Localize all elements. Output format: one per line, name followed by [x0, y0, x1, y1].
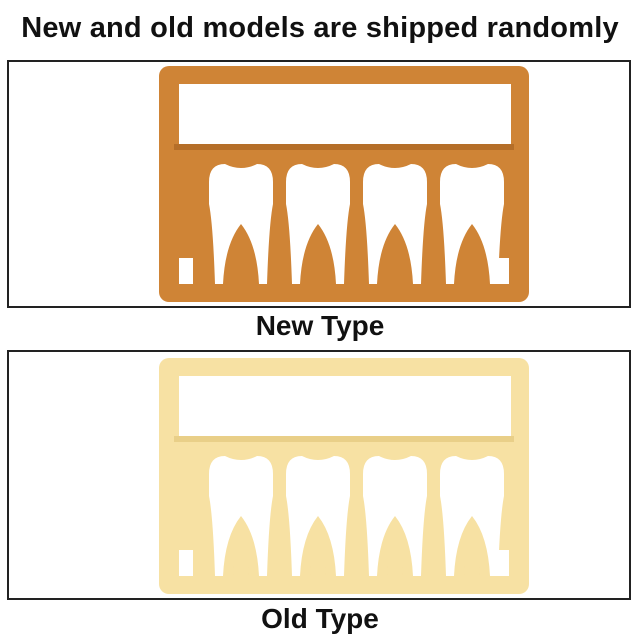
tooth-cutout: [209, 164, 273, 284]
corner-hole-left: [179, 550, 193, 576]
block-rim: [174, 144, 514, 150]
tooth-cutout: [363, 164, 427, 284]
tooth-cutout: [209, 456, 273, 576]
root-shape: [387, 532, 403, 576]
corner-hole-right: [495, 550, 509, 576]
corner-hole-right: [495, 258, 509, 284]
handle-opening: [179, 84, 511, 144]
tooth-cutout: [363, 456, 427, 576]
root-shape: [233, 240, 249, 284]
root-shape: [464, 532, 480, 576]
block-rim: [174, 436, 514, 442]
tooth-cutout: [440, 456, 504, 576]
tooth-cutout: [286, 164, 350, 284]
new-type-panel: [7, 60, 631, 308]
root-shape: [233, 532, 249, 576]
tooth-cutout: [286, 456, 350, 576]
old-type-panel: [7, 350, 631, 600]
new-type-caption: New Type: [255, 310, 385, 341]
old-type-caption: Old Type: [261, 603, 379, 634]
bur-holder-tray-icon: [159, 358, 529, 594]
root-shape: [387, 240, 403, 284]
root-shape: [464, 240, 480, 284]
root-shape: [310, 240, 326, 284]
tooth-cutout: [440, 164, 504, 284]
root-shape: [310, 532, 326, 576]
page-headline: New and old models are shipped randomly: [21, 12, 619, 44]
corner-hole-left: [179, 258, 193, 284]
bur-holder-tray-icon: [159, 66, 529, 302]
handle-opening: [179, 376, 511, 436]
